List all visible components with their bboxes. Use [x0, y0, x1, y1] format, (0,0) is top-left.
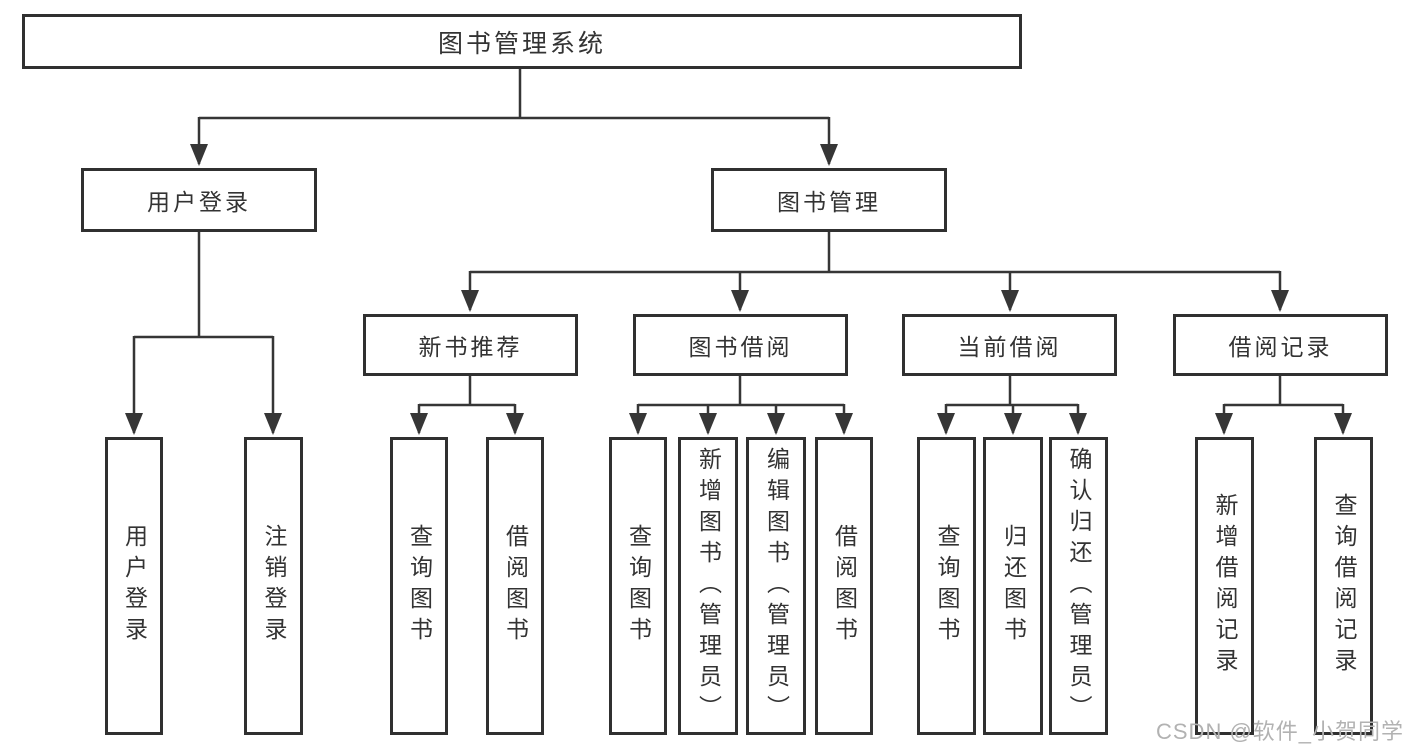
- leaf-query-books-recommend: 查询图书: [390, 437, 448, 735]
- csdn-watermark: CSDN @软件_小贺同学: [1156, 719, 1405, 744]
- leaf-return-books: 归还图书: [983, 437, 1043, 735]
- node-borrowing-records: 借阅记录: [1173, 314, 1388, 376]
- node-book-management: 图书管理: [711, 168, 947, 232]
- leaf-query-borrow-record: 查询借阅记录: [1314, 437, 1373, 735]
- node-user-login: 用户登录: [81, 168, 317, 232]
- node-book-borrowing: 图书借阅: [633, 314, 848, 376]
- leaf-add-borrow-record: 新增借阅记录: [1195, 437, 1254, 735]
- node-current-borrowing: 当前借阅: [902, 314, 1117, 376]
- leaf-edit-books-admin: 编辑图书（管理员）: [746, 437, 806, 735]
- leaf-logout: 注销登录: [244, 437, 303, 735]
- node-library-management-system: 图书管理系统: [22, 14, 1022, 69]
- leaf-confirm-return-admin: 确认归还（管理员）: [1049, 437, 1108, 735]
- leaf-borrow-books-recommend: 借阅图书: [486, 437, 544, 735]
- leaf-add-books-admin: 新增图书（管理员）: [678, 437, 738, 735]
- leaf-user-login: 用户登录: [105, 437, 163, 735]
- leaf-query-books-borrow: 查询图书: [609, 437, 667, 735]
- leaf-borrow-books: 借阅图书: [815, 437, 873, 735]
- node-new-book-recommendation: 新书推荐: [363, 314, 578, 376]
- leaf-query-books-current: 查询图书: [917, 437, 976, 735]
